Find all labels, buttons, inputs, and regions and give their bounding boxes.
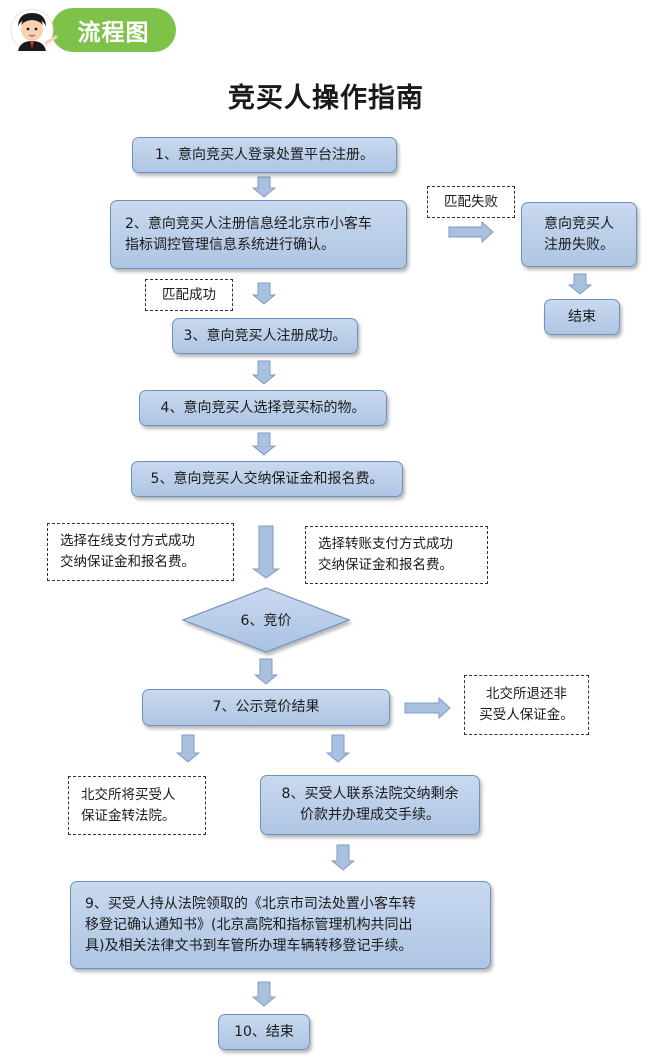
mascot-avatar-icon	[10, 8, 58, 52]
match-fail-note: 匹配失败	[427, 186, 515, 218]
registration-failed-text: 意向竞买人 注册失败。	[544, 215, 614, 253]
flowchart-badge: 流程图	[6, 8, 176, 52]
step-1-text: 1、意向竞买人登录处置平台注册。	[155, 146, 374, 163]
end-box: 结束	[544, 299, 620, 335]
step-3-text: 3、意向竞买人注册成功。	[183, 327, 347, 344]
step-5-text: 5、意向竞买人交纳保证金和报名费。	[150, 470, 384, 487]
step-4-box: 4、意向竞买人选择竞买标的物。	[139, 390, 387, 426]
match-success-text: 匹配成功	[162, 286, 216, 303]
step-8-box: 8、买受人联系法院交纳剩余 价款并办理成交手续。	[260, 775, 480, 835]
step-6-text: 6、竞价	[240, 613, 292, 629]
step-2-box: 2、意向竞买人注册信息经北京市小客车 指标调控管理信息系统进行确认。	[110, 200, 407, 269]
step-9-text: 9、买受人持从法院领取的《北京市司法处置小客车转 移登记确认通知书》(北京高院和…	[85, 895, 416, 954]
page-title: 竞买人操作指南	[228, 83, 424, 114]
step-7-text: 7、公示竞价结果	[212, 699, 320, 715]
to-court-note: 北交所将买受人 保证金转法院。	[68, 776, 206, 835]
end-text: 结束	[568, 308, 596, 325]
arrow-1-to-2	[251, 176, 277, 198]
refund-text: 北交所退还非 买受人保证金。	[479, 686, 574, 723]
online-pay-note: 选择在线支付方式成功 交纳保证金和报名费。	[47, 523, 234, 581]
arrow-2-to-fail	[448, 220, 494, 244]
arrow-5-to-6	[251, 525, 281, 579]
arrow-2-to-3	[251, 282, 277, 305]
step-10-text: 10、结束	[234, 1023, 294, 1040]
bid-decision-diamond	[181, 587, 351, 653]
arrow-6-to-7	[253, 658, 279, 685]
match-fail-text: 匹配失败	[444, 193, 498, 210]
transfer-pay-text: 选择转账支付方式成功 交纳保证金和报名费。	[318, 536, 453, 573]
online-pay-text: 选择在线支付方式成功 交纳保证金和报名费。	[60, 533, 195, 570]
step-10-box: 10、结束	[218, 1014, 310, 1050]
to-court-text: 北交所将买受人 保证金转法院。	[81, 786, 176, 824]
arrow-7-to-court-note	[175, 734, 201, 763]
registration-failed-box: 意向竞买人 注册失败。	[521, 202, 637, 267]
refund-note: 北交所退还非 买受人保证金。	[464, 675, 589, 735]
arrow-7-to-8	[325, 734, 351, 763]
step-2-text: 2、意向竞买人注册信息经北京市小客车 指标调控管理信息系统进行确认。	[125, 215, 372, 253]
arrow-9-to-10	[251, 981, 277, 1007]
step-1-box: 1、意向竞买人登录处置平台注册。	[132, 137, 397, 173]
step-4-text: 4、意向竞买人选择竞买标的物。	[160, 399, 366, 416]
step-9-box: 9、买受人持从法院领取的《北京市司法处置小客车转 移登记确认通知书》(北京高院和…	[70, 881, 491, 969]
arrow-8-to-9	[330, 844, 356, 871]
arrow-4-to-5	[251, 432, 277, 456]
transfer-pay-note: 选择转账支付方式成功 交纳保证金和报名费。	[305, 526, 488, 584]
arrow-7-to-refund	[404, 696, 451, 720]
step-7-box: 7、公示竞价结果	[142, 689, 390, 726]
step-5-box: 5、意向竞买人交纳保证金和报名费。	[131, 461, 403, 497]
step-3-box: 3、意向竞买人注册成功。	[172, 318, 358, 354]
step-8-text: 8、买受人联系法院交纳剩余 价款并办理成交手续。	[281, 786, 459, 823]
badge-label: 流程图	[51, 8, 176, 52]
arrow-3-to-4	[251, 360, 277, 385]
step-6-label: 6、竞价	[183, 608, 349, 632]
match-success-note: 匹配成功	[145, 279, 233, 311]
arrow-fail-to-end	[567, 273, 593, 295]
